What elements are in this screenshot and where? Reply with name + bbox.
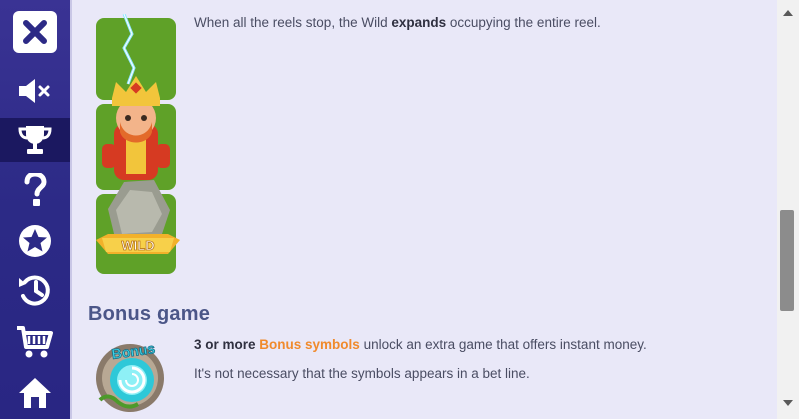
sidebar-divider bbox=[70, 0, 72, 419]
history-icon bbox=[19, 275, 50, 306]
bonus-badge-label: Bonus bbox=[111, 340, 157, 362]
vertical-scrollbar[interactable] bbox=[777, 0, 799, 419]
bonus-line1-prefix: 3 or more bbox=[194, 337, 260, 352]
wild-symbol-image: WILD bbox=[96, 14, 180, 274]
cart-icon bbox=[17, 326, 53, 358]
bonus-symbols-highlight: Bonus symbols bbox=[259, 337, 360, 352]
help-content: WILD When all the reels stop, the Wild e… bbox=[72, 0, 777, 419]
bonus-symbol-image: Bonus bbox=[96, 340, 164, 412]
wild-description: When all the reels stop, the Wild expand… bbox=[194, 15, 601, 30]
question-icon bbox=[24, 173, 47, 206]
sound-toggle-button[interactable] bbox=[0, 68, 70, 114]
help-button[interactable] bbox=[0, 167, 70, 213]
trophy-icon bbox=[18, 126, 52, 154]
close-icon bbox=[13, 11, 57, 53]
trophy-button[interactable] bbox=[0, 118, 70, 162]
scrollbar-thumb[interactable] bbox=[780, 210, 794, 311]
bonus-line1-suffix: unlock an extra game that offers instant… bbox=[359, 337, 647, 352]
speaker-muted-icon bbox=[19, 79, 50, 103]
home-button[interactable] bbox=[0, 370, 70, 416]
bonus-heading: Bonus game bbox=[88, 303, 211, 325]
bonus-line-2: It's not necessary that the symbols appe… bbox=[194, 366, 530, 381]
wild-desc-suffix: occupying the entire reel. bbox=[446, 15, 601, 30]
wild-badge-label: WILD bbox=[121, 238, 154, 253]
wild-desc-prefix: When all the reels stop, the Wild bbox=[194, 15, 392, 30]
bonus-line-1: 3 or more Bonus symbols unlock an extra … bbox=[194, 337, 647, 352]
scroll-up-arrow[interactable] bbox=[782, 8, 794, 18]
favorites-button[interactable] bbox=[0, 218, 70, 264]
cart-button[interactable] bbox=[0, 319, 70, 365]
history-button[interactable] bbox=[0, 267, 70, 313]
wild-desc-bold: expands bbox=[391, 15, 447, 30]
star-icon bbox=[19, 225, 51, 257]
scroll-down-arrow[interactable] bbox=[782, 398, 794, 408]
sidebar bbox=[0, 0, 70, 419]
home-icon bbox=[19, 378, 51, 408]
close-button[interactable] bbox=[0, 8, 70, 56]
